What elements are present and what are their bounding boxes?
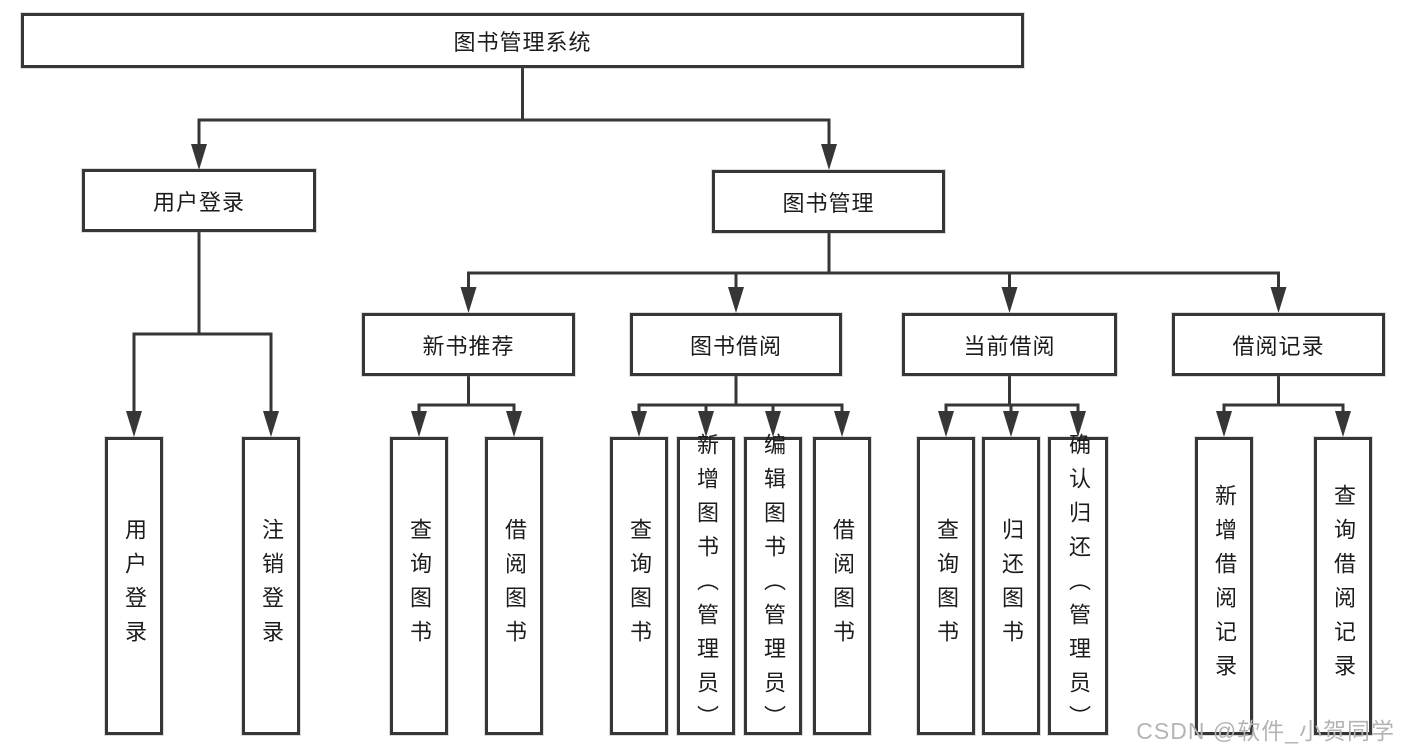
node-book-management-label: 图书管理 — [782, 190, 875, 216]
leaf-recommend-query-books-label: 查询图书 — [407, 518, 432, 654]
leaf-edit-books-admin-label: 编辑图书（管理员） — [761, 433, 786, 739]
node-new-book-recommend: 新书推荐 — [362, 313, 575, 376]
node-root-label: 图书管理系统 — [453, 29, 592, 55]
leaf-recommend-borrow-books-label: 借阅图书 — [502, 518, 527, 654]
connector-root — [197, 66, 831, 148]
leaf-recommend-query-books: 查询图书 — [390, 437, 448, 735]
node-current-borrow: 当前借阅 — [902, 313, 1117, 376]
leaf-current-query-books-label: 查询图书 — [934, 518, 959, 654]
leaf-borrow-query-books: 查询图书 — [610, 437, 668, 735]
node-borrow-records-label: 借阅记录 — [1232, 333, 1325, 359]
node-root: 图书管理系统 — [21, 13, 1024, 68]
leaf-borrow-books-label: 借阅图书 — [830, 518, 855, 654]
leaf-query-borrow-record-label: 查询借阅记录 — [1331, 484, 1356, 688]
leaf-query-borrow-record: 查询借阅记录 — [1314, 437, 1372, 735]
node-new-book-recommend-label: 新书推荐 — [422, 333, 515, 359]
node-current-borrow-label: 当前借阅 — [963, 333, 1056, 359]
connector-borrow-records — [1222, 374, 1345, 415]
node-user-login-branch-label: 用户登录 — [152, 189, 245, 215]
connector-user-login — [132, 230, 273, 415]
node-user-login-branch: 用户登录 — [82, 169, 316, 232]
leaf-user-login-label: 用户登录 — [122, 518, 147, 654]
leaf-user-login: 用户登录 — [105, 437, 163, 735]
leaf-return-books-label: 归还图书 — [999, 518, 1024, 654]
leaf-borrow-books: 借阅图书 — [813, 437, 871, 735]
leaf-borrow-query-books-label: 查询图书 — [627, 518, 652, 654]
connector-current-borrow — [944, 374, 1080, 415]
leaf-add-borrow-record-label: 新增借阅记录 — [1212, 484, 1237, 688]
leaf-add-borrow-record: 新增借阅记录 — [1195, 437, 1253, 735]
node-borrow-records: 借阅记录 — [1172, 313, 1385, 376]
leaf-edit-books-admin: 编辑图书（管理员） — [744, 433, 802, 739]
leaf-add-books-admin-label: 新增图书（管理员） — [694, 433, 719, 739]
connector-book-management — [467, 231, 1280, 291]
leaf-confirm-return-admin-label: 确认归还（管理员） — [1066, 433, 1091, 739]
node-book-management: 图书管理 — [712, 170, 945, 233]
leaf-current-query-books: 查询图书 — [917, 437, 975, 735]
connector-book-borrow — [637, 374, 844, 415]
node-book-borrow: 图书借阅 — [630, 313, 842, 376]
connector-new-book-recommend — [417, 374, 516, 415]
leaf-logout: 注销登录 — [242, 437, 300, 735]
leaf-add-books-admin: 新增图书（管理员） — [677, 433, 735, 739]
leaf-recommend-borrow-books: 借阅图书 — [485, 437, 543, 735]
leaf-logout-label: 注销登录 — [259, 518, 284, 654]
leaf-return-books: 归还图书 — [982, 437, 1040, 735]
csdn-watermark: CSDN @软件_小贺同学 — [1136, 718, 1395, 744]
node-book-borrow-label: 图书借阅 — [689, 333, 782, 359]
arrowheads — [126, 144, 1351, 437]
leaf-confirm-return-admin: 确认归还（管理员） — [1048, 433, 1108, 739]
